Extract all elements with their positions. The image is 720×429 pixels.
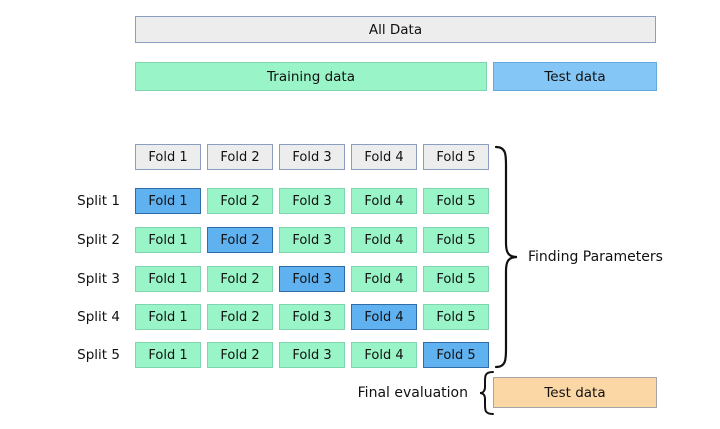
fold-label: Fold 2 xyxy=(220,271,260,287)
fold-label: Fold 5 xyxy=(436,232,476,248)
fold-cell: Fold 4 xyxy=(351,342,417,368)
fold-cell: Fold 1 xyxy=(135,304,201,330)
fold-cell: Fold 3 xyxy=(279,342,345,368)
fold-label: Fold 1 xyxy=(148,347,188,363)
split-row: Split 5 Fold 1 Fold 2 Fold 3 Fold 4 Fold… xyxy=(50,342,489,368)
fold-cell: Fold 2 xyxy=(207,266,273,292)
fold-cell: Fold 1 xyxy=(135,342,201,368)
fold-label: Fold 1 xyxy=(148,193,188,209)
fold-cell: Fold 4 xyxy=(351,188,417,214)
test-fold-cell: Fold 2 xyxy=(207,227,273,253)
test-data-bar: Test data xyxy=(493,62,657,91)
split-label: Split 3 xyxy=(77,271,120,287)
fold-cell: Fold 1 xyxy=(135,227,201,253)
fold-label: Fold 2 xyxy=(220,232,260,248)
fold-header-cell: Fold 1 xyxy=(135,144,201,170)
fold-label: Fold 4 xyxy=(364,193,404,209)
fold-label: Fold 3 xyxy=(292,347,332,363)
fold-grid: Fold 1 Fold 2 Fold 3 Fold 4 Fold 5 xyxy=(135,188,489,214)
finding-parameters-label: Finding Parameters xyxy=(528,249,663,265)
fold-grid: Fold 1 Fold 2 Fold 3 Fold 4 Fold 5 xyxy=(135,266,489,292)
fold-cell: Fold 2 xyxy=(207,304,273,330)
fold-label: Fold 5 xyxy=(436,309,476,325)
finding-parameters-brace xyxy=(492,145,520,369)
fold-cell: Fold 3 xyxy=(279,304,345,330)
fold-cell: Fold 4 xyxy=(351,227,417,253)
fold-cell: Fold 5 xyxy=(423,188,489,214)
fold-label: Fold 3 xyxy=(292,309,332,325)
fold-cell: Fold 5 xyxy=(423,227,489,253)
split-row: Split 3 Fold 1 Fold 2 Fold 3 Fold 4 Fold… xyxy=(50,266,489,292)
fold-header-label: Fold 3 xyxy=(292,149,332,165)
fold-label: Fold 1 xyxy=(148,309,188,325)
fold-header-cell: Fold 3 xyxy=(279,144,345,170)
test-fold-cell: Fold 1 xyxy=(135,188,201,214)
fold-header-label: Fold 4 xyxy=(364,149,404,165)
training-data-label: Training data xyxy=(267,68,355,85)
fold-cell: Fold 1 xyxy=(135,266,201,292)
fold-label: Fold 5 xyxy=(436,193,476,209)
split-label: Split 2 xyxy=(77,232,120,248)
fold-grid: Fold 1 Fold 2 Fold 3 Fold 4 Fold 5 xyxy=(135,342,489,368)
fold-header-label: Fold 2 xyxy=(220,149,260,165)
fold-cell: Fold 3 xyxy=(279,227,345,253)
fold-label: Fold 4 xyxy=(364,271,404,287)
fold-label: Fold 4 xyxy=(364,232,404,248)
split-label: Split 5 xyxy=(77,347,120,363)
all-data-bar: All Data xyxy=(135,16,656,43)
fold-cell: Fold 5 xyxy=(423,304,489,330)
fold-header-label: Fold 5 xyxy=(436,149,476,165)
final-test-data-bar: Test data xyxy=(493,377,657,408)
fold-header-row: Fold 1 Fold 2 Fold 3 Fold 4 Fold 5 xyxy=(135,144,489,170)
split-label: Split 1 xyxy=(77,193,120,209)
fold-label: Fold 3 xyxy=(292,193,332,209)
fold-label: Fold 5 xyxy=(436,347,476,363)
fold-header-cell: Fold 4 xyxy=(351,144,417,170)
fold-grid: Fold 1 Fold 2 Fold 3 Fold 4 Fold 5 xyxy=(135,227,489,253)
fold-label: Fold 4 xyxy=(364,347,404,363)
split-label: Split 4 xyxy=(77,309,120,325)
final-evaluation-label: Final evaluation xyxy=(357,385,468,401)
test-fold-cell: Fold 3 xyxy=(279,266,345,292)
fold-header-cell: Fold 2 xyxy=(207,144,273,170)
fold-cell: Fold 3 xyxy=(279,188,345,214)
fold-grid: Fold 1 Fold 2 Fold 3 Fold 4 Fold 5 xyxy=(135,304,489,330)
training-data-bar: Training data xyxy=(135,62,487,91)
fold-label: Fold 2 xyxy=(220,193,260,209)
fold-cell: Fold 4 xyxy=(351,266,417,292)
fold-cell: Fold 5 xyxy=(423,266,489,292)
test-fold-cell: Fold 5 xyxy=(423,342,489,368)
fold-label: Fold 5 xyxy=(436,271,476,287)
fold-header-label: Fold 1 xyxy=(148,149,188,165)
split-row: Split 1 Fold 1 Fold 2 Fold 3 Fold 4 Fold… xyxy=(50,188,489,214)
fold-label: Fold 3 xyxy=(292,271,332,287)
fold-header-cell: Fold 5 xyxy=(423,144,489,170)
fold-label: Fold 1 xyxy=(148,232,188,248)
fold-label: Fold 2 xyxy=(220,309,260,325)
final-test-data-label: Test data xyxy=(544,384,606,401)
fold-label: Fold 4 xyxy=(364,309,404,325)
fold-cell: Fold 2 xyxy=(207,188,273,214)
fold-label: Fold 3 xyxy=(292,232,332,248)
split-row: Split 2 Fold 1 Fold 2 Fold 3 Fold 4 Fold… xyxy=(50,227,489,253)
fold-label: Fold 2 xyxy=(220,347,260,363)
final-evaluation-brace xyxy=(478,370,496,416)
all-data-label: All Data xyxy=(368,21,423,38)
test-data-label: Test data xyxy=(544,68,606,85)
split-row: Split 4 Fold 1 Fold 2 Fold 3 Fold 4 Fold… xyxy=(50,304,489,330)
test-fold-cell: Fold 4 xyxy=(351,304,417,330)
fold-label: Fold 1 xyxy=(148,271,188,287)
fold-cell: Fold 2 xyxy=(207,342,273,368)
